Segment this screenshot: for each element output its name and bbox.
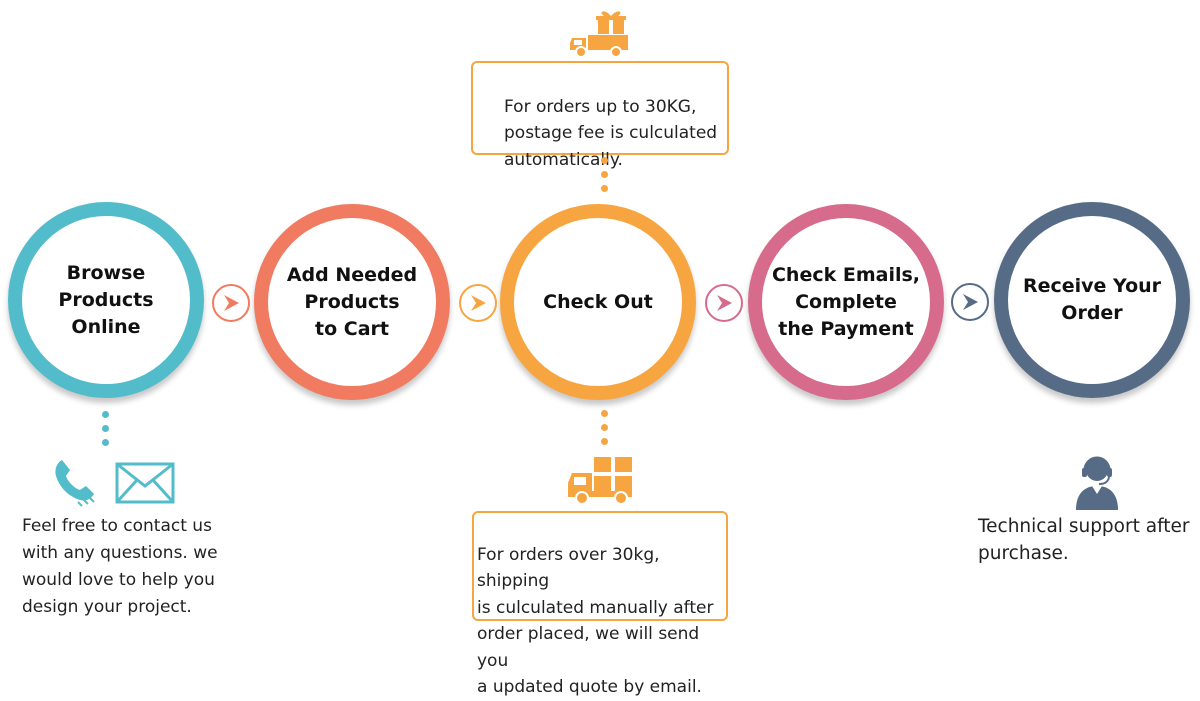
shipping-large-orders-text: For orders over 30kg, shipping is culcul… [477,544,714,698]
phone-icon [48,456,100,512]
support-agent-icon [1074,454,1120,514]
connector-dots [102,411,109,446]
arrow-right-icon [705,284,743,322]
step-check-out-circle: Check Out [500,204,696,400]
connector-dots [601,410,608,445]
shipping-small-orders-text: For orders up to 30KG, postage fee is cu… [504,96,718,170]
arrow-right-icon [951,283,989,321]
step-receive-order-circle: Receive Your Order [994,202,1190,398]
arrow-right-icon [459,284,497,322]
shipping-large-orders-box: For orders over 30kg, shipping is culcul… [472,511,728,697]
cargo-truck-icon [566,455,636,511]
envelope-icon [115,462,175,508]
step-check-emails-circle: Check Emails, Complete the Payment [748,204,944,400]
connector-dots [601,157,608,192]
step-browse-label: Browse Products Online [58,261,154,338]
gift-truck-icon [568,8,632,64]
step-check-out-label: Check Out [543,290,653,313]
shipping-small-orders-box: For orders up to 30KG, postage fee is cu… [471,61,729,170]
step-add-to-cart-circle: Add Needed Products to Cart [254,204,450,400]
step-browse-circle: Browse Products Online [8,202,204,398]
arrow-right-icon [212,284,250,322]
support-text: Technical support after purchase. [978,516,1190,564]
step-check-emails-label: Check Emails, Complete the Payment [771,263,921,340]
contact-text: Feel free to contact us with any questio… [22,516,218,617]
step-receive-order-label: Receive Your Order [1022,275,1162,324]
step-add-to-cart-label: Add Needed Products to Cart [286,263,418,340]
